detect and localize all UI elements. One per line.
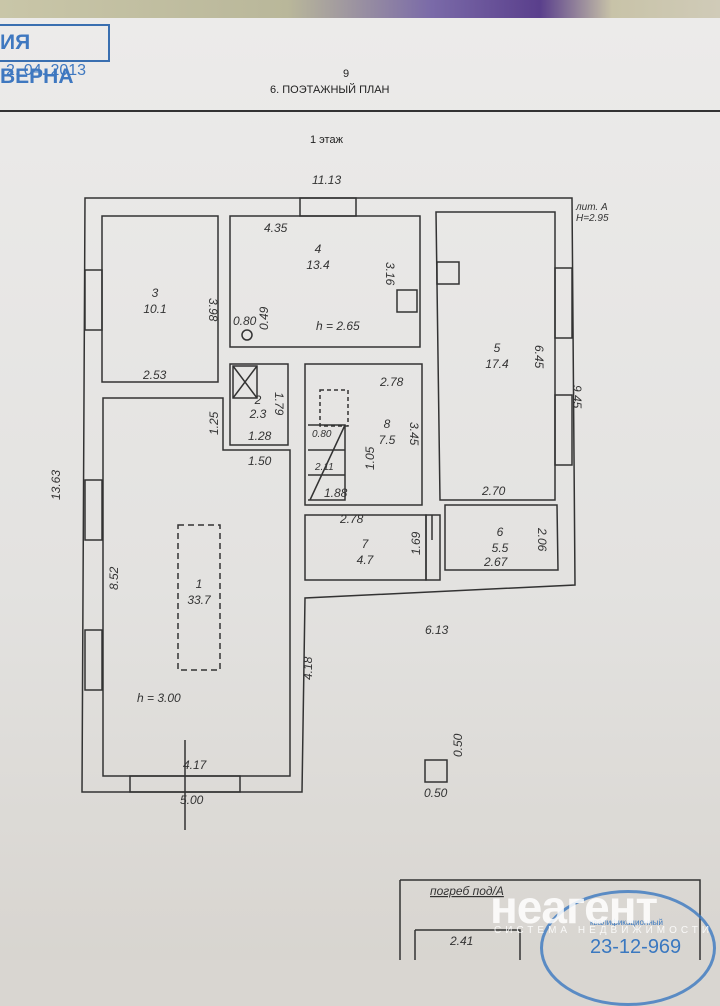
- dim: 4.17: [183, 758, 208, 772]
- stamp-date: 2. 04. 2013: [6, 62, 87, 79]
- room-2-number: 2: [254, 393, 262, 407]
- dim: 2.67: [483, 555, 509, 569]
- dim: 3.45: [407, 422, 421, 446]
- room-7-area: 4.7: [357, 553, 375, 567]
- cellar-dim: 2.41: [449, 934, 473, 948]
- dim: 1.50: [248, 454, 272, 468]
- room-5-number: 5: [494, 341, 501, 355]
- dim: 0.49: [257, 306, 271, 330]
- room-labels: 3 10.1 4 13.4 5 17.4 6 5.5 7 4.7 8 7.5 2…: [143, 242, 509, 607]
- page-number: 9: [343, 68, 350, 80]
- dim: 0.80: [233, 314, 257, 328]
- dimension-labels: 11.13 13.63 лит. А H=2.95 h = 2.65 h = 3…: [49, 173, 609, 948]
- room-6-area: 5.5: [492, 541, 509, 555]
- seal-text: квалификационный: [590, 918, 663, 927]
- cellar-title: погреб под/А: [430, 884, 504, 898]
- room-7-number: 7: [362, 537, 370, 551]
- room-6-number: 6: [497, 525, 504, 539]
- watermark-logo: неагент: [490, 881, 658, 933]
- walls: [81, 197, 701, 960]
- window: [299, 197, 357, 217]
- dim: 2.06: [535, 527, 549, 552]
- dim: 5.00: [180, 793, 204, 807]
- dim: 1.05: [363, 446, 377, 470]
- window: [84, 479, 103, 541]
- divider: [0, 110, 720, 112]
- dim: 1.28: [248, 429, 272, 443]
- dim: 3.16: [383, 262, 397, 286]
- watermark-tagline: СИСТЕМА НЕДВИЖИМОСТИ: [494, 925, 714, 936]
- dim: 2.11: [314, 462, 334, 473]
- room-8-number: 8: [384, 417, 391, 431]
- dim: 1.79: [272, 392, 286, 416]
- dim: 2.78: [379, 375, 404, 389]
- document-page: [0, 18, 720, 960]
- seal-number: 23-12-969: [590, 936, 682, 958]
- room-8-area: 7.5: [379, 433, 396, 447]
- section-title: 6. ПОЭТАЖНЫЙ ПЛАН: [270, 84, 390, 96]
- overall-depth: 13.63: [49, 470, 63, 500]
- dim: 2.70: [481, 484, 506, 498]
- dim: 8.52: [107, 566, 121, 590]
- floor-title: 1 этаж: [310, 134, 343, 146]
- room4-height: h = 2.65: [316, 319, 360, 333]
- dim: 1.25: [207, 411, 221, 435]
- window: [554, 267, 573, 339]
- room1-height: h = 3.00: [137, 691, 181, 705]
- room-5-area: 17.4: [485, 357, 509, 371]
- dim: 1.88: [324, 486, 348, 500]
- room-2-area: 2.3: [249, 407, 267, 421]
- dim: 9.45: [570, 385, 584, 409]
- dim: 2.53: [142, 368, 167, 382]
- dim: 4.18: [301, 656, 315, 680]
- overall-width: 11.13: [312, 173, 341, 187]
- certification-stamp: ИЯ ВЕРНА: [0, 24, 110, 88]
- lit-height: H=2.95: [576, 213, 609, 224]
- dim: 4.35: [264, 221, 288, 235]
- dim: 0.80: [312, 429, 332, 440]
- window: [84, 629, 103, 691]
- lit-label: лит. А: [575, 202, 608, 213]
- dim: 1.69: [409, 531, 423, 555]
- room-3-number: 3: [152, 286, 159, 300]
- room-4-area: 13.4: [306, 258, 330, 272]
- room-4-number: 4: [315, 242, 322, 256]
- room-3-area: 10.1: [143, 302, 166, 316]
- room-1-area: 33.7: [187, 593, 212, 607]
- window: [84, 269, 103, 331]
- room-1-number: 1: [196, 577, 203, 591]
- dim: 0.50: [424, 786, 448, 800]
- dim: 6.45: [532, 345, 546, 369]
- dim: 2.78: [339, 512, 364, 526]
- window: [554, 394, 573, 466]
- dim: 0.50: [451, 733, 465, 757]
- floor-plan: 3 10.1 4 13.4 5 17.4 6 5.5 7 4.7 8 7.5 2…: [49, 173, 701, 960]
- dim: 3.98: [206, 298, 220, 322]
- chimney: [232, 365, 258, 399]
- dim: 6.13: [425, 623, 449, 637]
